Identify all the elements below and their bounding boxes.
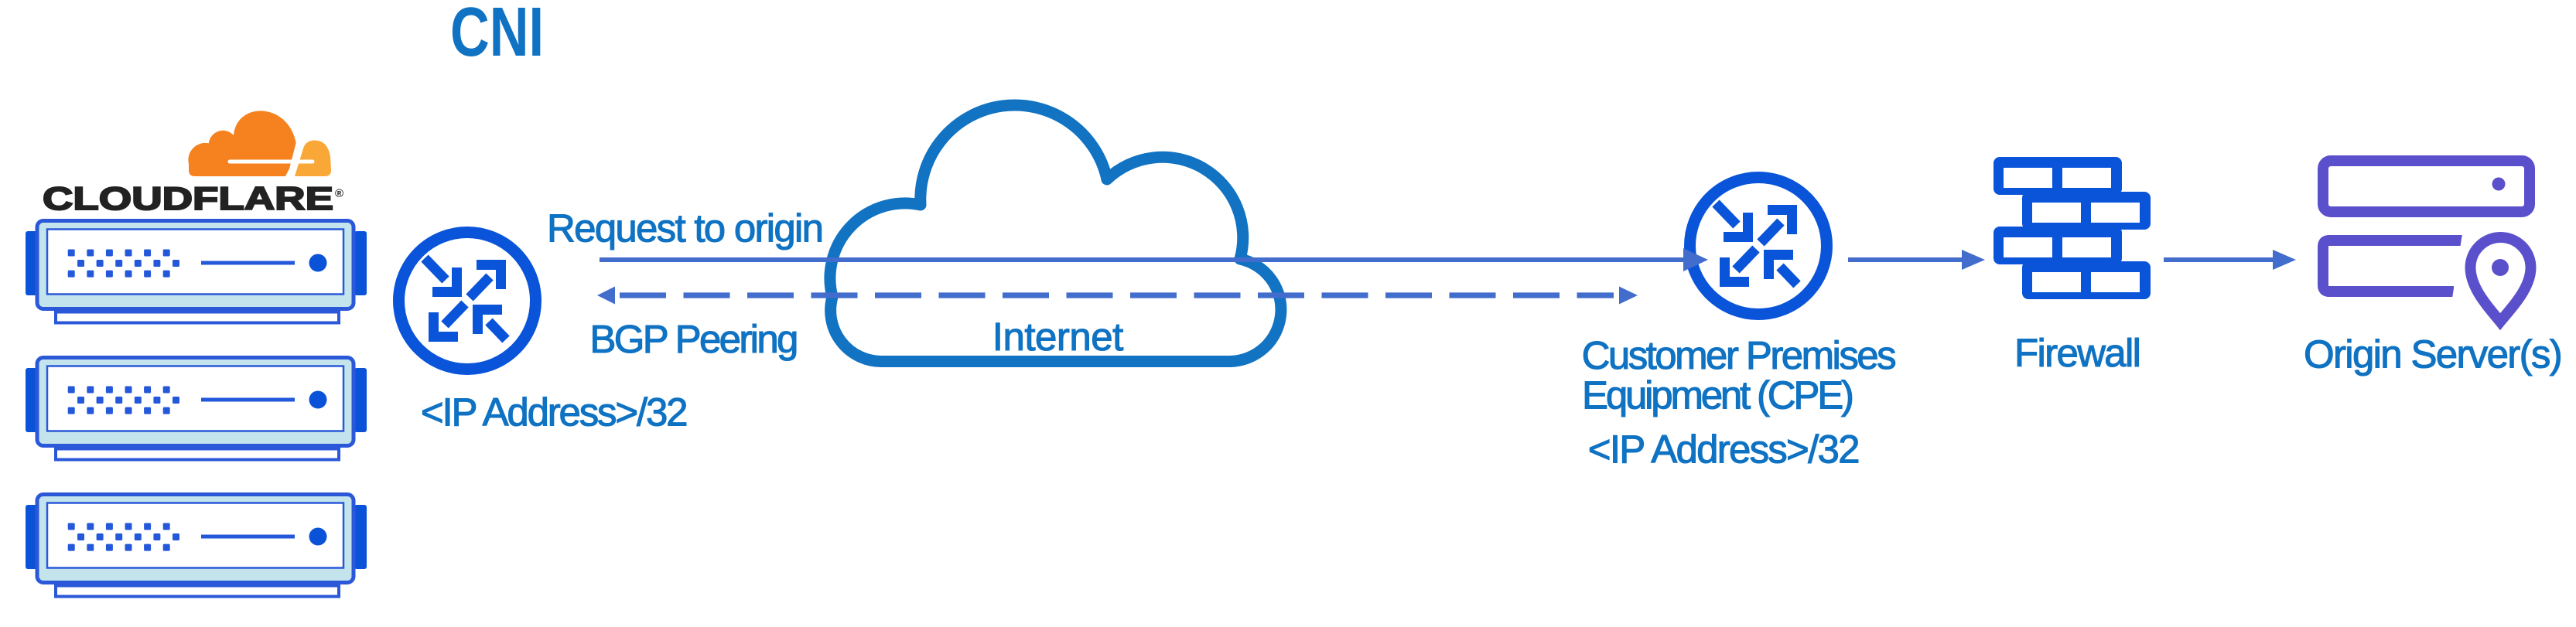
svg-text:CLOUDFLARE: CLOUDFLARE: [43, 180, 333, 216]
svg-text:®: ®: [335, 187, 343, 200]
svg-text:<IP Address>/32: <IP Address>/32: [421, 390, 688, 434]
svg-text:BGP Peering: BGP Peering: [589, 317, 798, 361]
svg-text:Request to origin: Request to origin: [547, 206, 824, 250]
svg-text:Firewall: Firewall: [2014, 331, 2141, 375]
svg-text:Origin Server(s): Origin Server(s): [2304, 332, 2563, 376]
svg-text:CNI: CNI: [450, 0, 544, 71]
svg-text:<IP Address>/32: <IP Address>/32: [1588, 428, 1860, 472]
svg-text:Equipment (CPE): Equipment (CPE): [1582, 373, 1854, 417]
svg-text:Internet: Internet: [992, 315, 1124, 359]
svg-text:Customer Premises: Customer Premises: [1582, 333, 1897, 377]
